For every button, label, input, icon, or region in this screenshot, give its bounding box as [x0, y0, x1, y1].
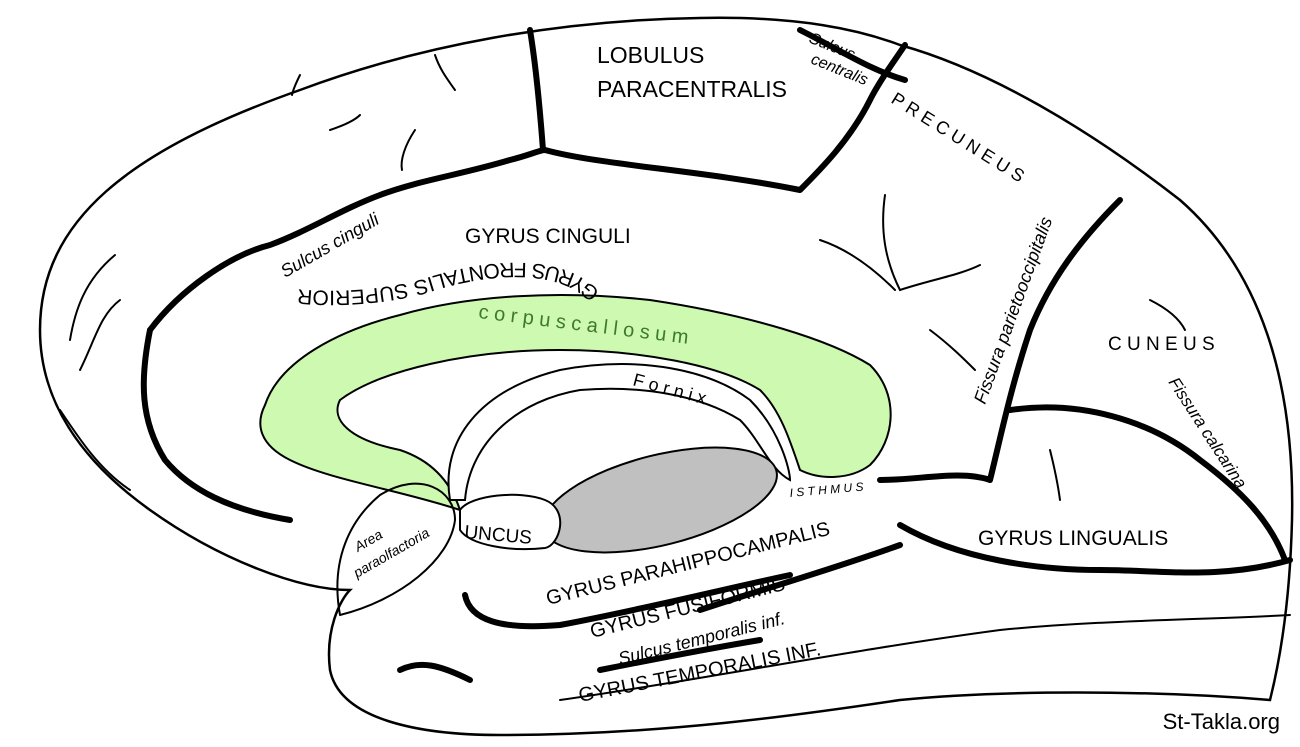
minor-sulcus — [329, 114, 361, 131]
minor-sulcus — [69, 254, 116, 341]
label-lobulus-paracentralis-2: PARACENTRALIS — [597, 76, 787, 102]
fornix — [447, 363, 792, 501]
label-lobulus-paracentralis: LOBULUS — [597, 42, 704, 68]
minor-sulcus — [929, 329, 976, 371]
minor-sulcus — [1149, 299, 1186, 331]
sulcus-cinguli-line — [147, 42, 908, 333]
paracentral-sulcus — [527, 27, 546, 153]
fissura-parietooccipitalis-line — [877, 197, 1123, 483]
label-isthmus: I S T H M U S — [789, 480, 864, 500]
sulcus-centralis-line — [797, 27, 908, 83]
temporal-sulcus-lower — [397, 661, 473, 683]
minor-sulcus — [59, 409, 131, 491]
minor-sulcus — [1049, 449, 1061, 501]
sulcus-temporalis-inf-line — [597, 637, 763, 673]
area-paraolfactoria-outline — [336, 482, 457, 616]
label-cuneus: C U N E U S — [1108, 334, 1215, 355]
minor-sulcus — [882, 194, 981, 292]
collateral-sulcus-line — [897, 522, 1293, 576]
fissura-calcarina-line — [1007, 404, 1288, 563]
inferior-temporal-edge — [559, 614, 1291, 701]
minor-sulcus — [291, 74, 301, 96]
uncus-outline — [459, 493, 562, 551]
watermark: St-Takla.org — [1162, 709, 1280, 734]
label-gyrus-lingualis: GYRUS LINGUALIS — [978, 527, 1168, 550]
fusiform-sulcus — [697, 542, 903, 613]
minor-sulcus — [400, 129, 416, 171]
sulcus-cinguli-frontal — [140, 327, 293, 523]
parahippocampal-sulcus — [462, 572, 793, 630]
label-gyrus-cinguli: GYRUS CINGULI — [465, 225, 631, 248]
minor-sulcus — [434, 54, 456, 91]
minor-sulcus — [819, 239, 896, 291]
minor-sulcus — [79, 299, 121, 371]
